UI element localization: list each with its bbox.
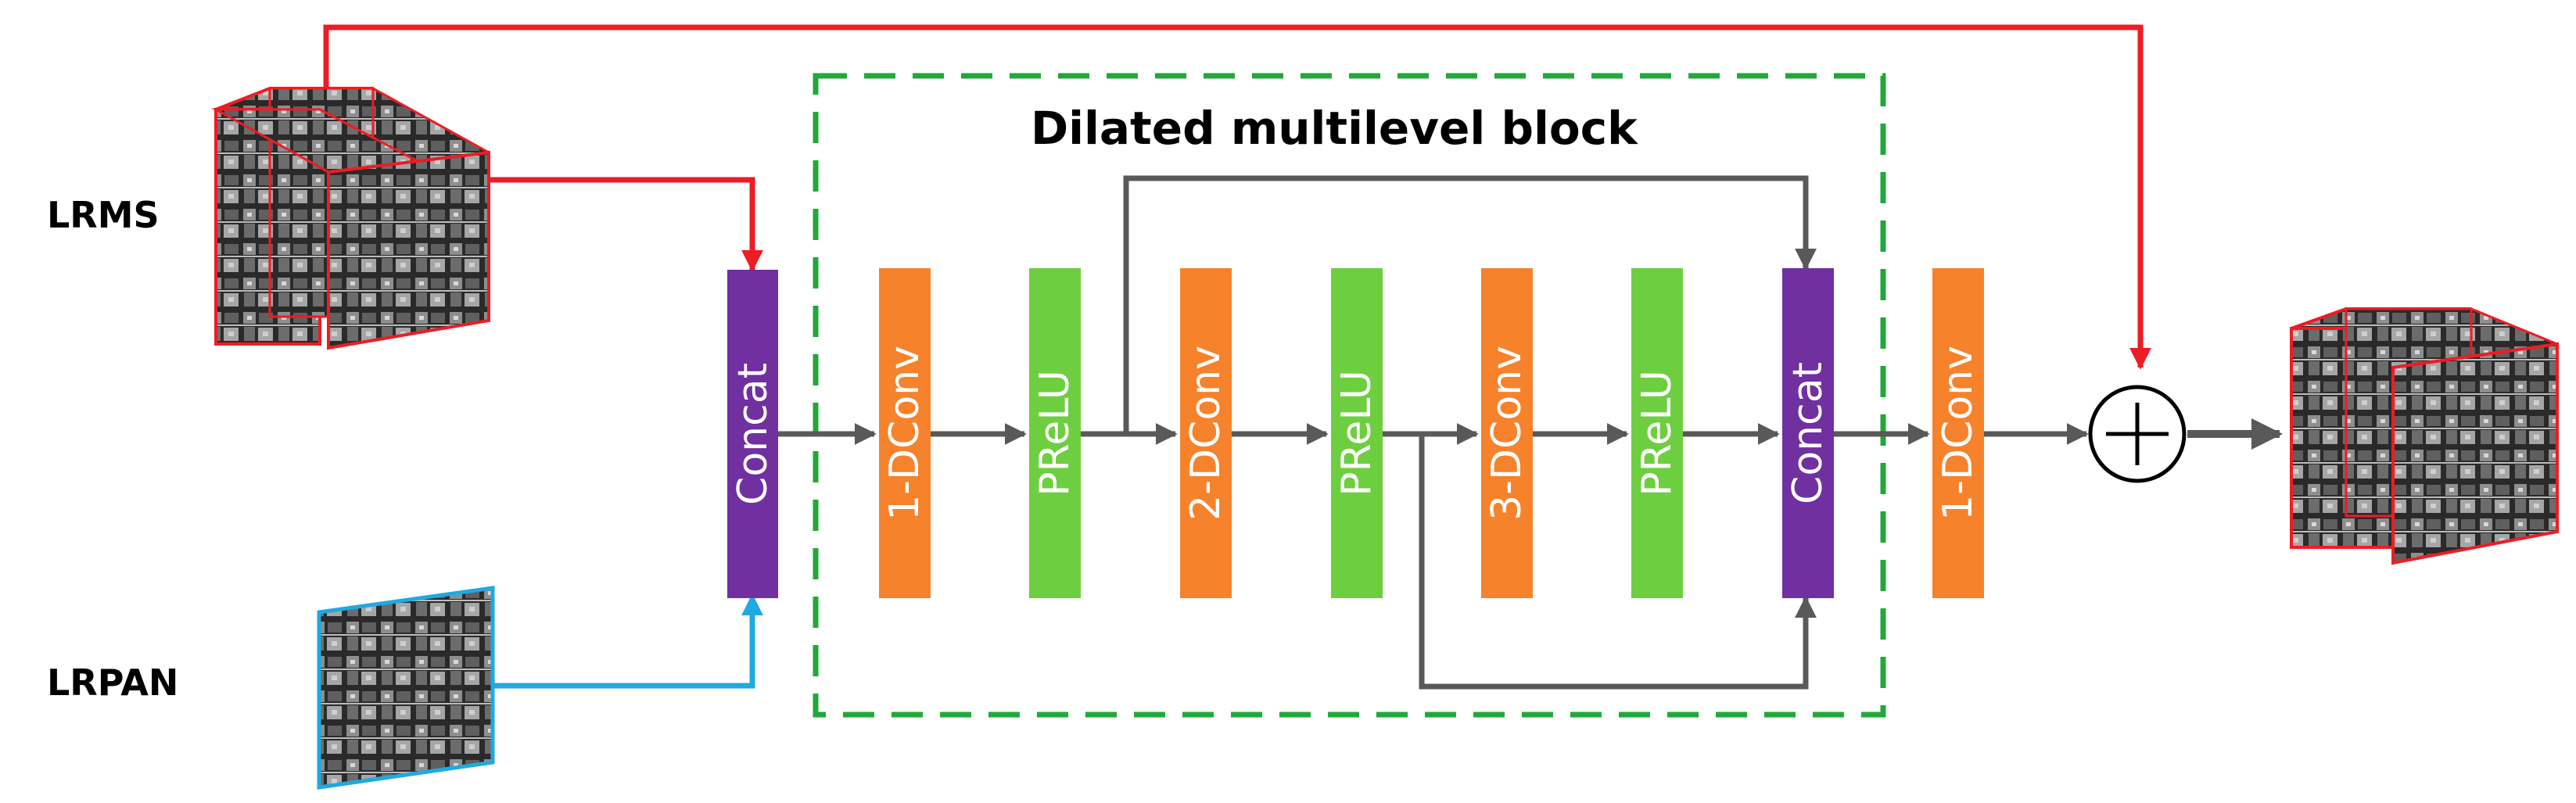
conv-layer-1: 1-DConv	[879, 268, 931, 598]
layer-label: Concat	[1785, 362, 1832, 504]
layer-label: 1-DConv	[881, 346, 928, 521]
prelu-layer-2: PReLU	[1331, 268, 1383, 598]
layer-label: Concat	[729, 363, 777, 505]
skip-arrow-bottom	[1419, 434, 1817, 690]
layer-label: PReLU	[1031, 370, 1078, 496]
layer-label: PReLU	[1634, 370, 1681, 496]
conv-layer-output: 1-DConv	[1932, 268, 1984, 598]
output-image-cube-icon	[2290, 307, 2559, 565]
conv-layer-3: 3-DConv	[1481, 268, 1533, 598]
layer-label: PReLU	[1333, 370, 1380, 496]
concat-layer-input: Concat	[727, 270, 778, 598]
lrms-label: LRMS	[47, 194, 160, 236]
add-operator-icon	[2088, 385, 2187, 483]
prelu-layer-3: PReLU	[1631, 268, 1683, 598]
dilated-block-border	[813, 73, 1886, 718]
skip-arrow-top	[1123, 175, 1817, 434]
prelu-layer-1: PReLU	[1029, 268, 1081, 598]
lrms-image-cube-icon	[211, 86, 490, 350]
layer-label: 1-DConv	[1935, 346, 1982, 521]
lrpan-image-icon	[317, 586, 495, 790]
concat-layer-block: Concat	[1782, 268, 1834, 598]
residual-skip-arrow	[323, 24, 2151, 370]
lrpan-to-concat-arrow	[493, 593, 763, 689]
lrpan-label: LRPAN	[47, 661, 179, 704]
block-title: Dilated multilevel block	[1031, 102, 1638, 155]
layer-label: 3-DConv	[1484, 346, 1530, 521]
layer-label: 2-DConv	[1182, 346, 1229, 521]
lrms-to-concat-arrow	[489, 177, 763, 272]
conv-layer-2: 2-DConv	[1180, 268, 1232, 598]
